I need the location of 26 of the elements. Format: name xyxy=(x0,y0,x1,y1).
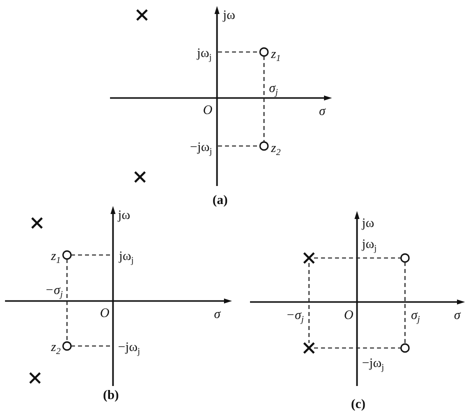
coordinate-label: −σ$_{j}$ xyxy=(286,306,304,322)
axis-label: jω xyxy=(118,206,130,222)
axis-label: σ xyxy=(214,306,220,320)
origin-label: O xyxy=(203,102,212,116)
coordinate-label: σ$_{j}$ xyxy=(269,80,278,94)
coordinate-label: σ$_{j}$ xyxy=(411,306,420,322)
coordinate-label: jω$_{j}$ xyxy=(197,44,212,60)
axis-label: jω xyxy=(362,214,374,230)
point-label: z$_{1}$ xyxy=(51,248,61,262)
coordinate-label: −jω$_{j}$ xyxy=(118,338,140,354)
panel-label: (a) xyxy=(212,192,228,206)
panel-label: (c) xyxy=(351,396,366,410)
axis-label: σ xyxy=(454,306,460,322)
coordinate-label: −σ$_{j}$ xyxy=(45,282,63,296)
axis-label: σ xyxy=(319,102,326,118)
origin-label: O xyxy=(344,306,354,322)
coordinate-label: jω$_{j}$ xyxy=(119,248,134,262)
point-label: z$_{1}$ xyxy=(271,46,281,60)
origin-label: O xyxy=(100,304,110,320)
point-label: z$_{2}$ xyxy=(271,140,281,154)
coordinate-label: jω$_{j}$ xyxy=(362,236,377,250)
coordinate-label: −jω$_{j}$ xyxy=(362,354,384,370)
axis-label: jω xyxy=(223,6,236,22)
point-label: z$_{2}$ xyxy=(51,338,61,354)
coordinate-label: −jω$_{j}$ xyxy=(190,138,212,154)
panel-label: (b) xyxy=(103,386,119,402)
